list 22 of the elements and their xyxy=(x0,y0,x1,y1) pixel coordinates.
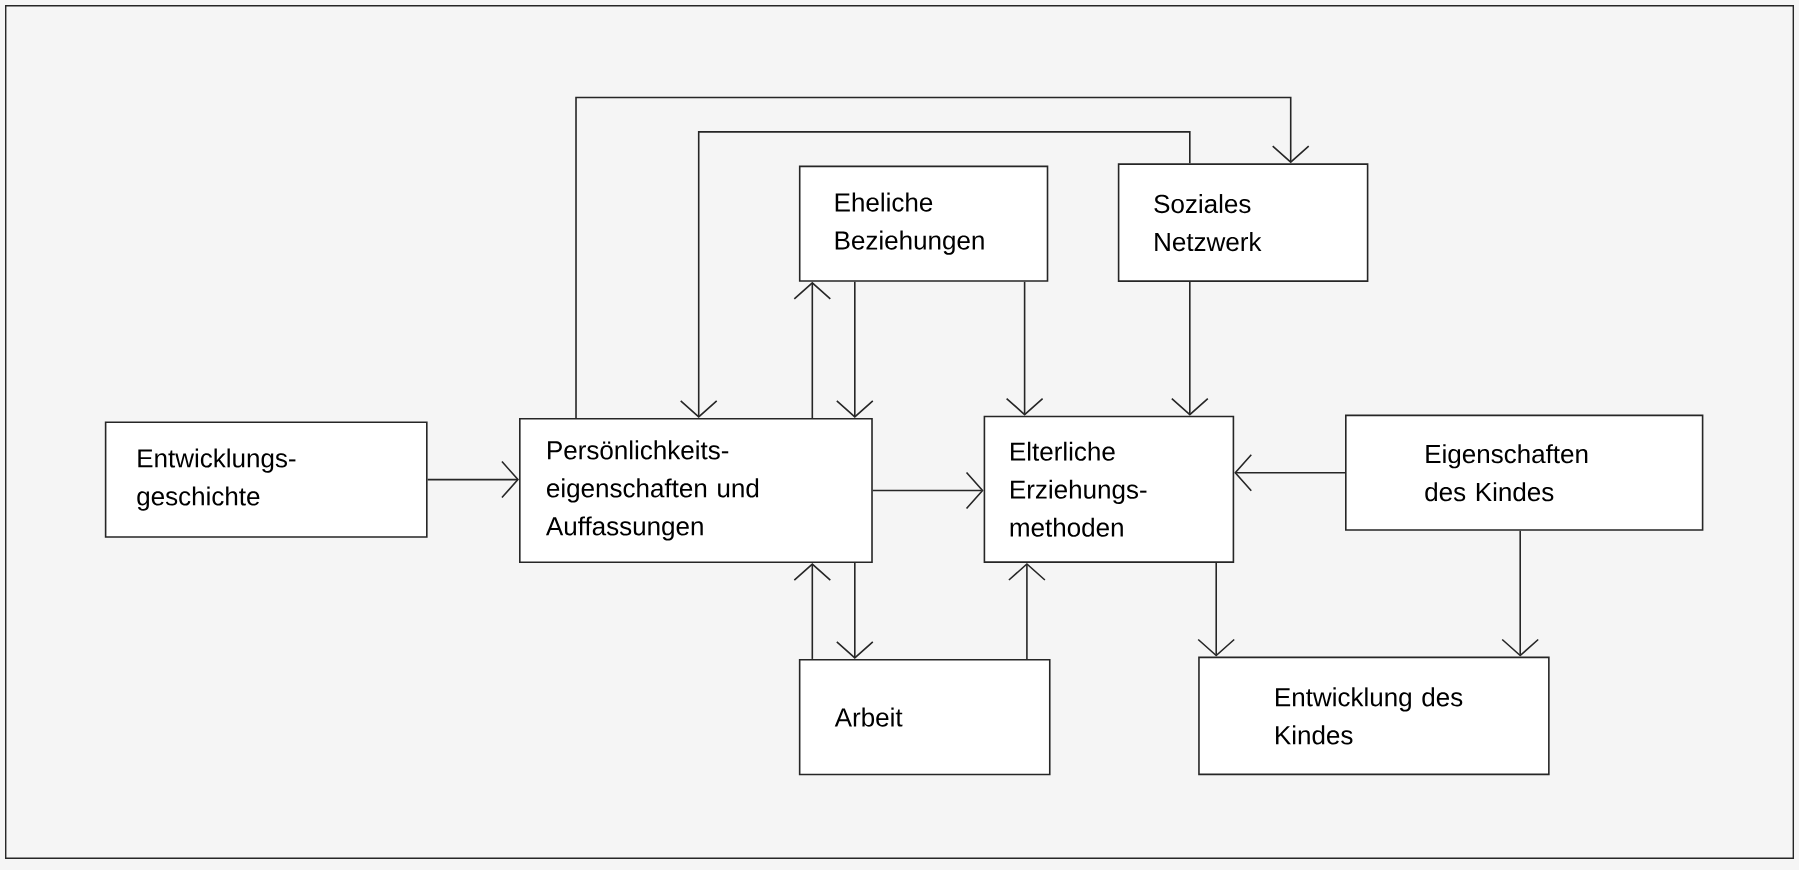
arrow xyxy=(426,460,519,499)
arrow xyxy=(1171,281,1209,416)
arrow xyxy=(1501,530,1539,657)
process-box: Eigenschaften des Kindes xyxy=(1345,414,1704,531)
process-box: Entwicklungs- geschichte xyxy=(104,421,428,538)
arrow xyxy=(575,96,1310,419)
arrow xyxy=(793,281,832,419)
arrow xyxy=(1005,281,1044,416)
arrow xyxy=(836,281,874,418)
arrow xyxy=(679,131,1191,418)
arrow xyxy=(1008,562,1046,660)
arrow xyxy=(1234,453,1346,492)
process-box: Elterliche Erziehungs- methoden xyxy=(983,415,1235,563)
arrow xyxy=(1197,562,1235,657)
arrow xyxy=(836,562,874,659)
process-box: Eheliche Beziehungen xyxy=(798,165,1049,282)
process-box: Arbeit xyxy=(798,658,1051,776)
process-box: Entwicklung des Kindes xyxy=(1198,656,1550,776)
process-box: Soziales Netzwerk xyxy=(1117,163,1369,282)
arrow xyxy=(872,471,984,510)
process-box: Persönlichkeits- eigenschaften und Auffassungen xyxy=(519,418,873,563)
arrow xyxy=(793,563,832,660)
